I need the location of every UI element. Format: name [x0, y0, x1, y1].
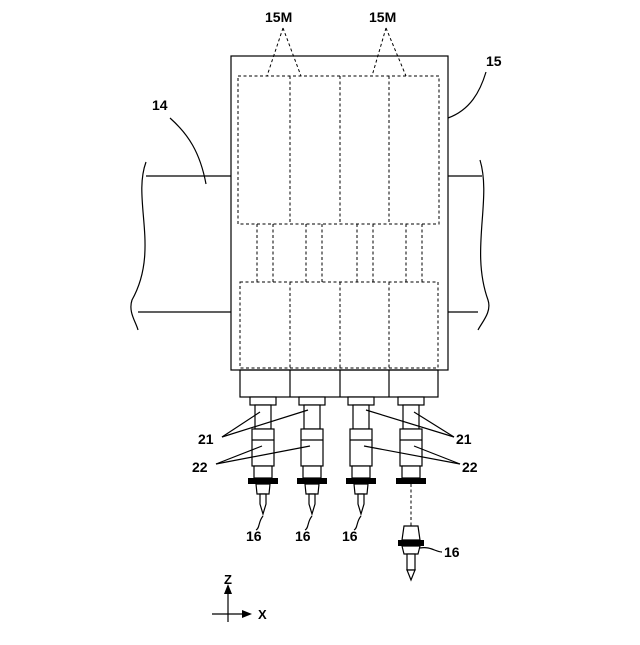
leader-15: [448, 72, 486, 118]
label-16-detached: 16: [444, 544, 460, 560]
upper-motor-units: [238, 76, 439, 224]
nozzle-column-3: [346, 397, 376, 514]
label-15m-right: 15M: [369, 9, 396, 25]
label-16-nozzle-3: 16: [342, 528, 358, 544]
label-21-left: 21: [198, 431, 214, 447]
nozzle-column-2: [297, 397, 327, 514]
leader-14: [170, 118, 206, 184]
label-15: 15: [486, 53, 502, 69]
leader-16-detached: [420, 548, 442, 552]
label-22-left: 22: [192, 459, 208, 475]
label-14: 14: [152, 97, 168, 113]
label-16-nozzle-1: 16: [246, 528, 262, 544]
axis-x-label: X: [258, 607, 267, 622]
coordinate-axes: Z X: [212, 572, 267, 622]
label-21-right: 21: [456, 431, 472, 447]
label-22-right: 22: [462, 459, 478, 475]
label-15m-left: 15M: [265, 9, 292, 25]
detached-nozzle: [398, 526, 424, 580]
lower-motor-units: [240, 282, 438, 368]
label-16-nozzle-2: 16: [295, 528, 311, 544]
beam-14: [131, 160, 489, 330]
label-22-left-group: 22: [192, 446, 310, 475]
axis-z-label: Z: [224, 572, 232, 587]
middle-shafts: [257, 224, 422, 282]
bottom-housing: [240, 370, 438, 397]
label-15m-group: 15M 15M: [265, 9, 406, 76]
